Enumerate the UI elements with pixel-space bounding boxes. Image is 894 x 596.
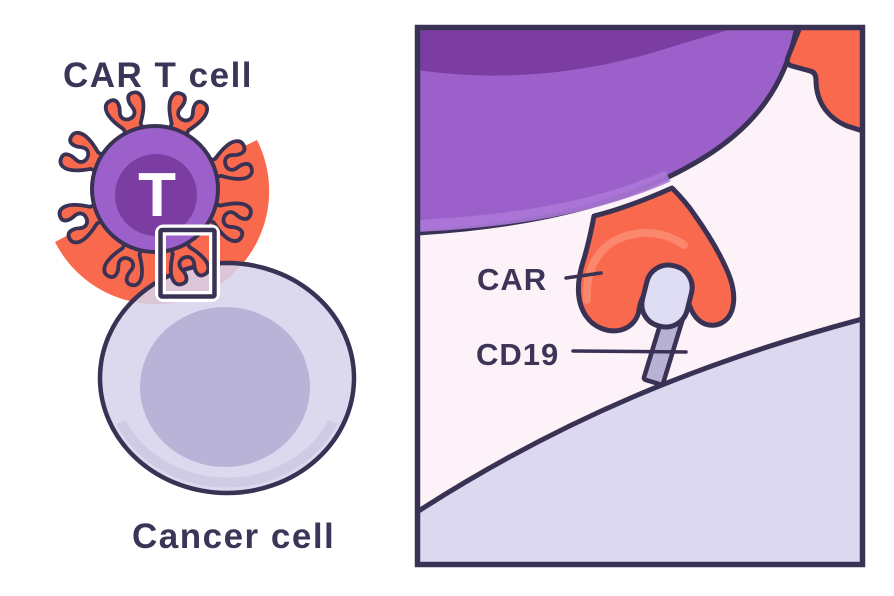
car-t-cell-figure: T CAR T cell Cancer cell <box>55 56 357 556</box>
cd19-cap <box>639 262 695 330</box>
car-receptor-highlight <box>582 228 688 304</box>
zoom-highlight-box <box>155 224 220 302</box>
inset-border <box>414 24 866 568</box>
cd19-pointer-line <box>571 349 688 354</box>
cancer-cell-outline <box>97 260 357 496</box>
car-t-cell-label: CAR T cell <box>63 56 253 95</box>
t-cell-zoomed <box>420 30 799 236</box>
t-cell-zoomed-rim <box>420 170 671 232</box>
cd19-label: CD19 <box>476 337 559 372</box>
t-cell: T <box>55 88 256 290</box>
cancer-cell-label: Cancer cell <box>132 517 335 556</box>
corner-receptor-fragment <box>784 30 860 133</box>
cancer-cell-inner-shadow <box>116 419 338 488</box>
t-cell-marker: T <box>138 161 176 230</box>
car-pointer-line <box>564 271 603 280</box>
car-label: CAR <box>477 262 547 297</box>
inset-panel: CAR CD19 <box>414 24 866 568</box>
t-cell-zoomed-inner <box>420 30 728 76</box>
cancer-cell <box>97 260 357 496</box>
cancer-cell-nucleus <box>140 307 310 467</box>
t-cell-inner <box>115 154 197 236</box>
